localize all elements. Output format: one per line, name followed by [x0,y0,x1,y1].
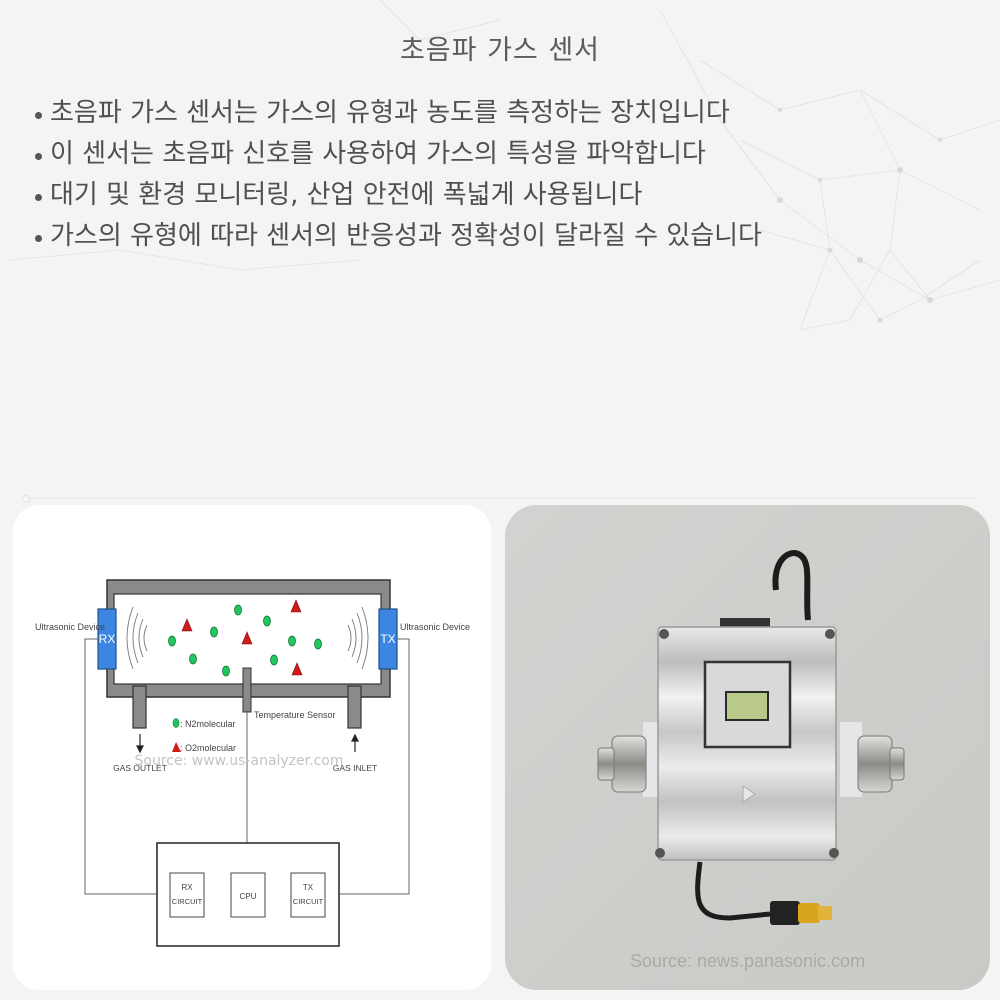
bullet-text: 이 센서는 초음파 신호를 사용하여 가스의 특성을 파악합니다 [50,139,706,169]
bullet-dot-icon [35,235,42,242]
n2-molecules [168,604,322,677]
lcd-screen [725,691,769,721]
section-divider [22,495,975,503]
left-device-label: Ultrasonic Device [35,622,105,632]
screw-icon [655,848,665,858]
diagram-panel: RX TX [13,505,491,990]
tx-circuit-label: TX [303,883,314,892]
bullet-item: 초음파 가스 센서는 가스의 유형과 농도를 측정하는 장치입니다 [35,93,935,134]
o2-molecules [181,599,303,676]
rx-circuit-label: RX [181,883,193,892]
n2-legend-icon [172,718,180,728]
right-pipe-fitting [857,735,893,793]
cpu-box [230,872,266,918]
screw-icon [659,629,669,639]
gas-sensor-photo [505,505,990,990]
bullet-text: 가스의 유형에 따라 센서의 반응성과 정확성이 달라질 수 있습니다 [50,221,762,251]
bottom-cable [695,861,771,921]
bullet-dot-icon [35,112,42,119]
outlet-arrowhead-icon [136,745,144,754]
bullet-dot-icon [35,153,42,160]
inlet-arrowhead-icon [351,733,359,742]
slide-title: 초음파 가스 센서 [399,35,601,66]
tx-label: TX [380,632,395,646]
right-flange [840,722,862,797]
temperature-sensor-probe [242,667,252,713]
top-connector [720,618,770,628]
tx-wave-icon [347,606,369,670]
flow-direction-icon [742,785,756,803]
screw-icon [829,848,839,858]
yellow-connector [798,903,820,923]
bullet-text: 대기 및 환경 모니터링, 산업 안전에 폭넓게 사용됩니다 [50,180,643,210]
bullet-item: 대기 및 환경 모니터링, 산업 안전에 폭넓게 사용됩니다 [35,175,935,216]
rx-label: RX [99,632,116,646]
tx-circuit-label: CIRCUIT [293,897,324,906]
rx-wave-icon [126,606,148,670]
gas-inlet-pipe [347,685,362,729]
photo-source-caption: Source: news.panasonic.com [629,951,866,971]
temperature-sensor-label: Temperature Sensor [254,710,336,720]
cable-connector [770,901,800,925]
rx-circuit-box [169,872,205,918]
gas-outlet-pipe [132,685,147,729]
o2-legend-icon [172,742,181,752]
rx-circuit-label: CIRCUIT [172,897,203,906]
bullet-item: 이 센서는 초음파 신호를 사용하여 가스의 특성을 파악합니다 [35,134,935,175]
right-device-label: Ultrasonic Device [400,622,470,632]
bullet-dot-icon [35,194,42,201]
cpu-label: CPU [240,892,257,901]
gas-inlet-label: GAS INLET [333,763,377,773]
n2-legend-label: : N2molecular [180,719,236,729]
ultrasonic-sensor-diagram: RX TX [35,579,470,947]
photo-panel [505,505,990,990]
top-cable [772,550,811,621]
diagram-source-caption: Source: www.us-analyzer.com [134,753,344,769]
gas-outlet-label: GAS OUTLET [113,763,167,773]
bullet-list: 초음파 가스 센서는 가스의 유형과 농도를 측정하는 장치입니다 이 센서는 … [35,93,935,257]
o2-legend-label: : O2molecular [180,743,236,753]
tx-circuit-box [290,872,326,918]
bullet-text: 초음파 가스 센서는 가스의 유형과 농도를 측정하는 장치입니다 [50,98,730,128]
left-pipe-fitting [611,735,647,793]
screw-icon [825,629,835,639]
bullet-item: 가스의 유형에 따라 센서의 반응성과 정확성이 달라질 수 있습니다 [35,216,935,257]
